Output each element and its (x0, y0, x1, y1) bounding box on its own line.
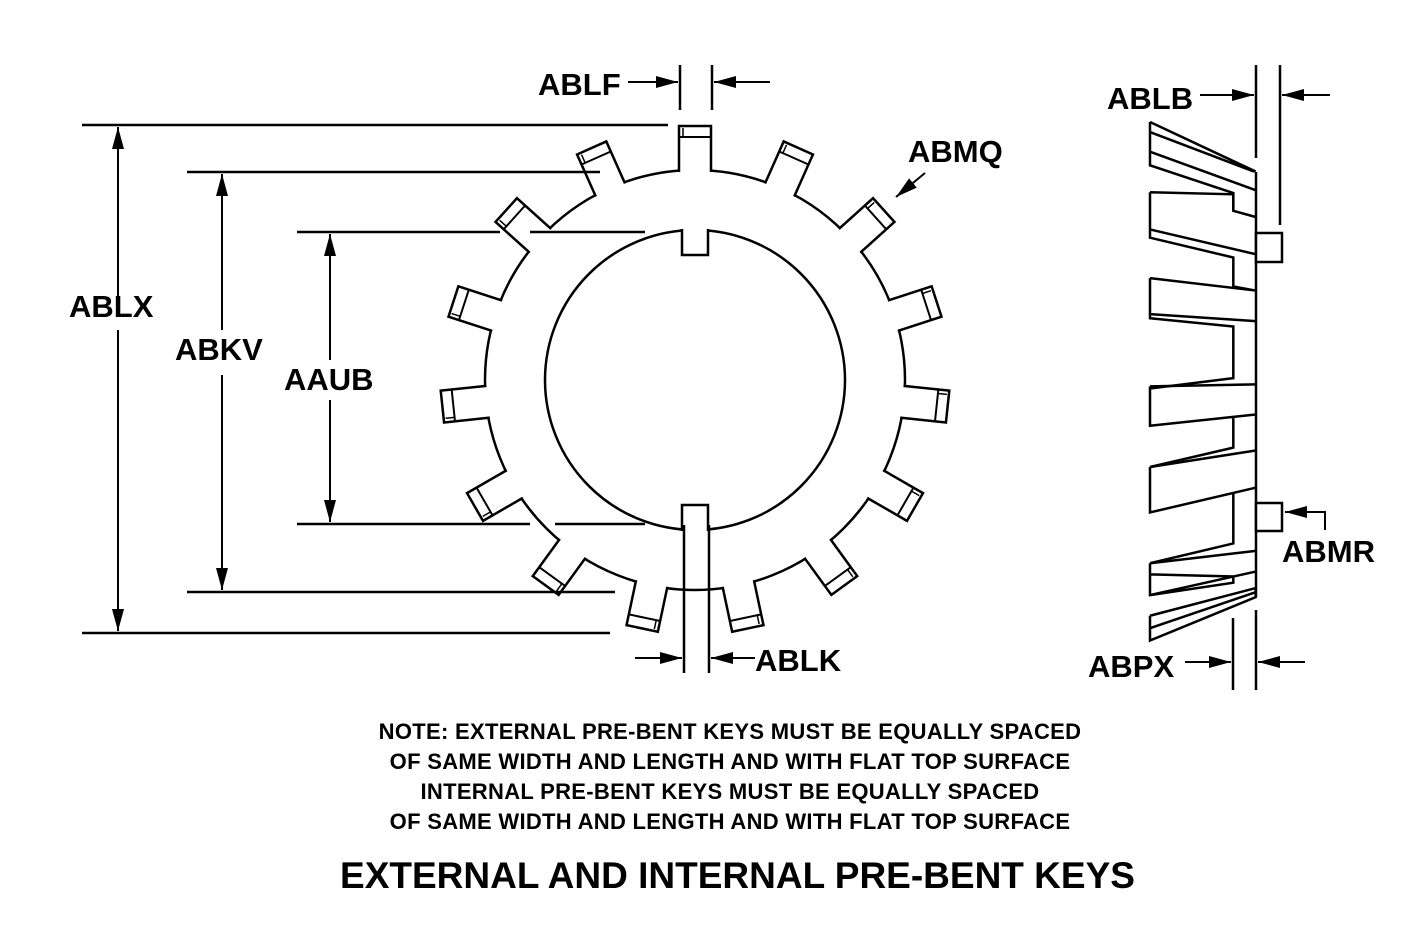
external-key-tooth (439, 384, 494, 424)
external-key-tooth (625, 576, 669, 634)
external-key-tooth (446, 284, 506, 333)
internal-key-side-bottom (1254, 501, 1284, 533)
note-line-2: OF SAME WIDTH AND LENGTH AND WITH FLAT T… (389, 749, 1071, 774)
drawing-title: EXTERNAL AND INTERNAL PRE-BENT KEYS (340, 855, 1135, 896)
side-view (1150, 65, 1330, 690)
washer-inner-bore (543, 228, 847, 532)
side-teeth (1150, 122, 1256, 641)
label-ablk: ABLK (755, 643, 842, 678)
external-key-tooth (763, 139, 815, 201)
label-ablx: ABLX (69, 289, 154, 324)
note-line-3: INTERNAL PRE-BENT KEYS MUST BE EQUALLY S… (420, 779, 1040, 804)
dimension-lines (82, 65, 926, 673)
external-key-tooth (863, 468, 925, 523)
external-key-tooth (884, 284, 944, 333)
note-line-4: OF SAME WIDTH AND LENGTH AND WITH FLAT T… (389, 809, 1071, 834)
external-key-tooth (575, 139, 627, 201)
label-aaub: AAUB (284, 362, 374, 397)
external-key-tooth (465, 468, 527, 523)
label-abmr: ABMR (1282, 534, 1375, 569)
internal-key (680, 503, 710, 532)
label-abkv: ABKV (175, 332, 263, 367)
label-ablf: ABLF (538, 67, 621, 102)
external-key-tooth (721, 576, 765, 634)
external-key-tooth (835, 196, 897, 256)
internal-key-side-top (1254, 231, 1284, 264)
front-view (439, 124, 951, 634)
external-key-tooth (531, 535, 589, 597)
internal-key (680, 228, 710, 257)
label-ablb: ABLB (1107, 81, 1193, 116)
label-abpx: ABPX (1088, 649, 1174, 684)
note-line-1: NOTE: EXTERNAL PRE-BENT KEYS MUST BE EQU… (378, 719, 1082, 744)
external-key-tooth (801, 535, 859, 597)
external-key-tooth (677, 124, 713, 176)
label-abmq: ABMQ (908, 134, 1003, 169)
external-key-tooth (493, 196, 555, 256)
external-key-tooth (896, 384, 951, 424)
